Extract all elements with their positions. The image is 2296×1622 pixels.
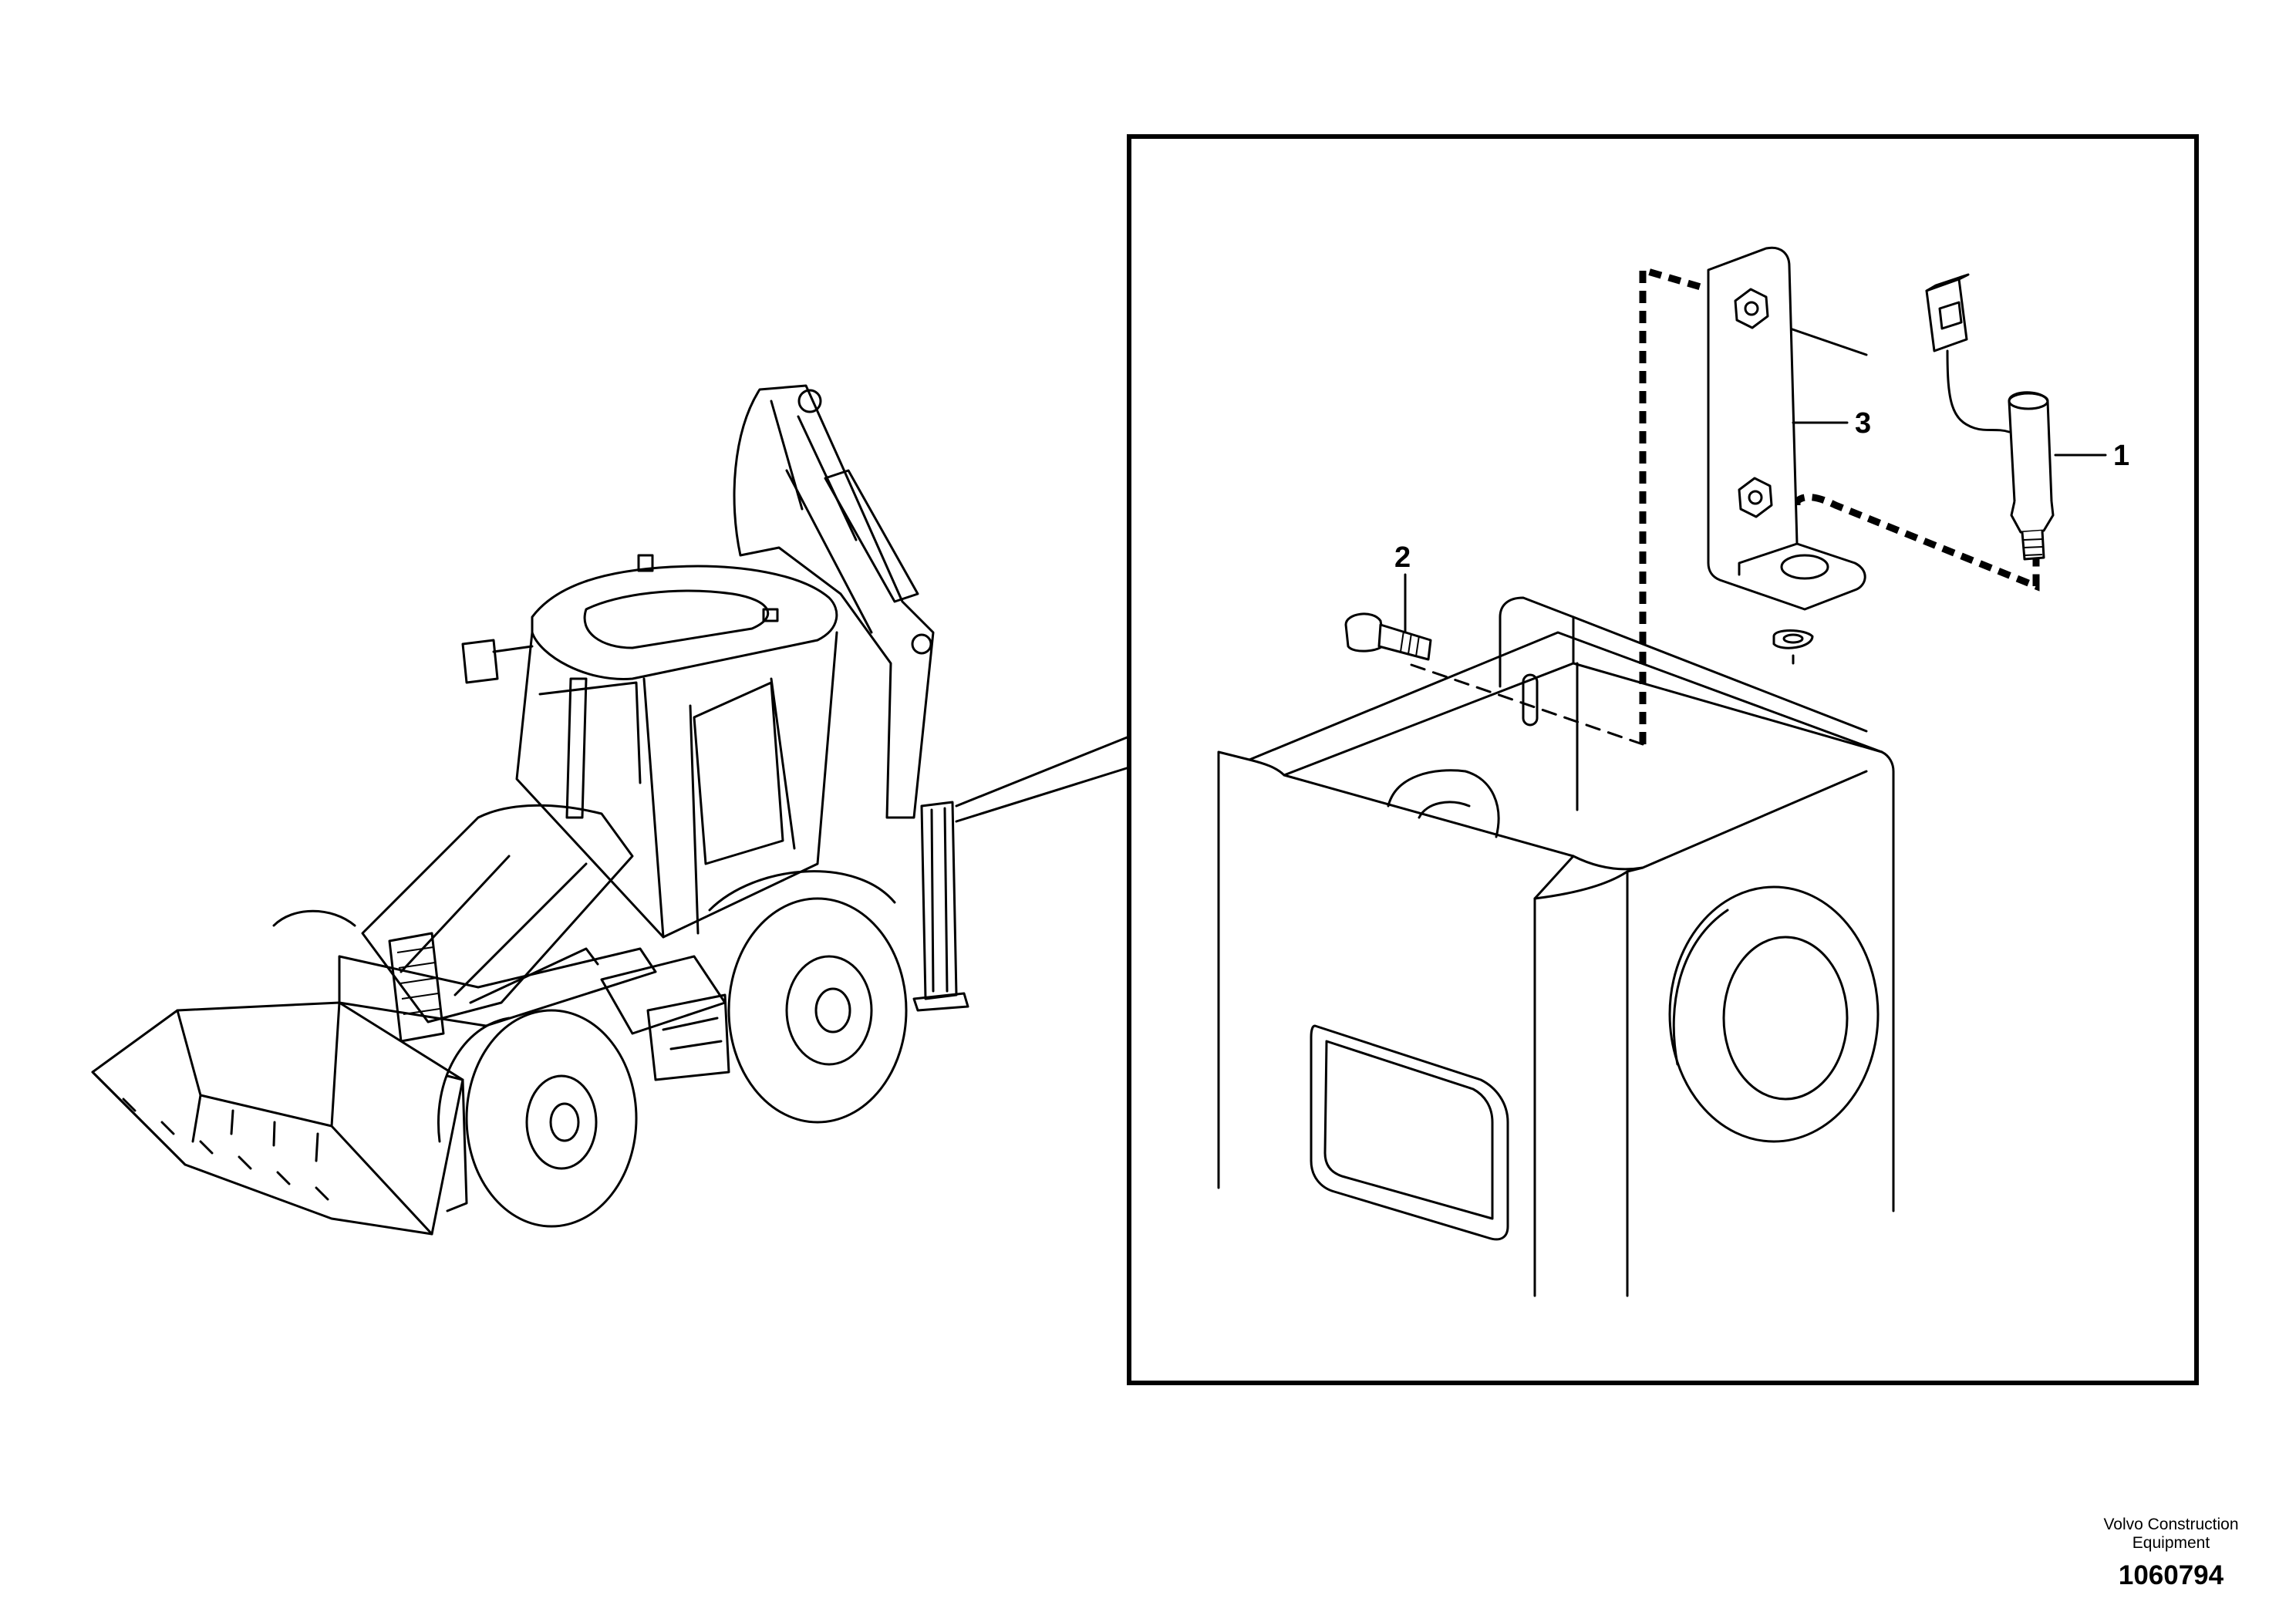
callout-3: 3 (1792, 407, 1871, 440)
bracket-part-3 (1707, 246, 1866, 665)
backhoe-loader-illustration (91, 384, 969, 1236)
callout-1: 1 (2054, 440, 2129, 472)
stabiliser-post-section (1217, 596, 1895, 1297)
detail-leader-lines (955, 735, 1131, 823)
callout-2: 2 (1394, 541, 1411, 634)
detail-frame (1127, 134, 2199, 1385)
callout-label-3: 3 (1855, 407, 1871, 440)
company-name-line-2: Equipment (2132, 1534, 2210, 1552)
drawing-number: 1060794 (2119, 1560, 2224, 1590)
company-name-line-1: Volvo Construction (2103, 1516, 2238, 1533)
screw-part-2 (1344, 612, 1432, 661)
callout-label-1: 1 (2113, 440, 2129, 472)
callout-label-2: 2 (1394, 541, 1411, 574)
drawing-footer: Volvo Construction Equipment 1060794 (2103, 1516, 2238, 1590)
sensor-part-1 (1925, 273, 2055, 561)
